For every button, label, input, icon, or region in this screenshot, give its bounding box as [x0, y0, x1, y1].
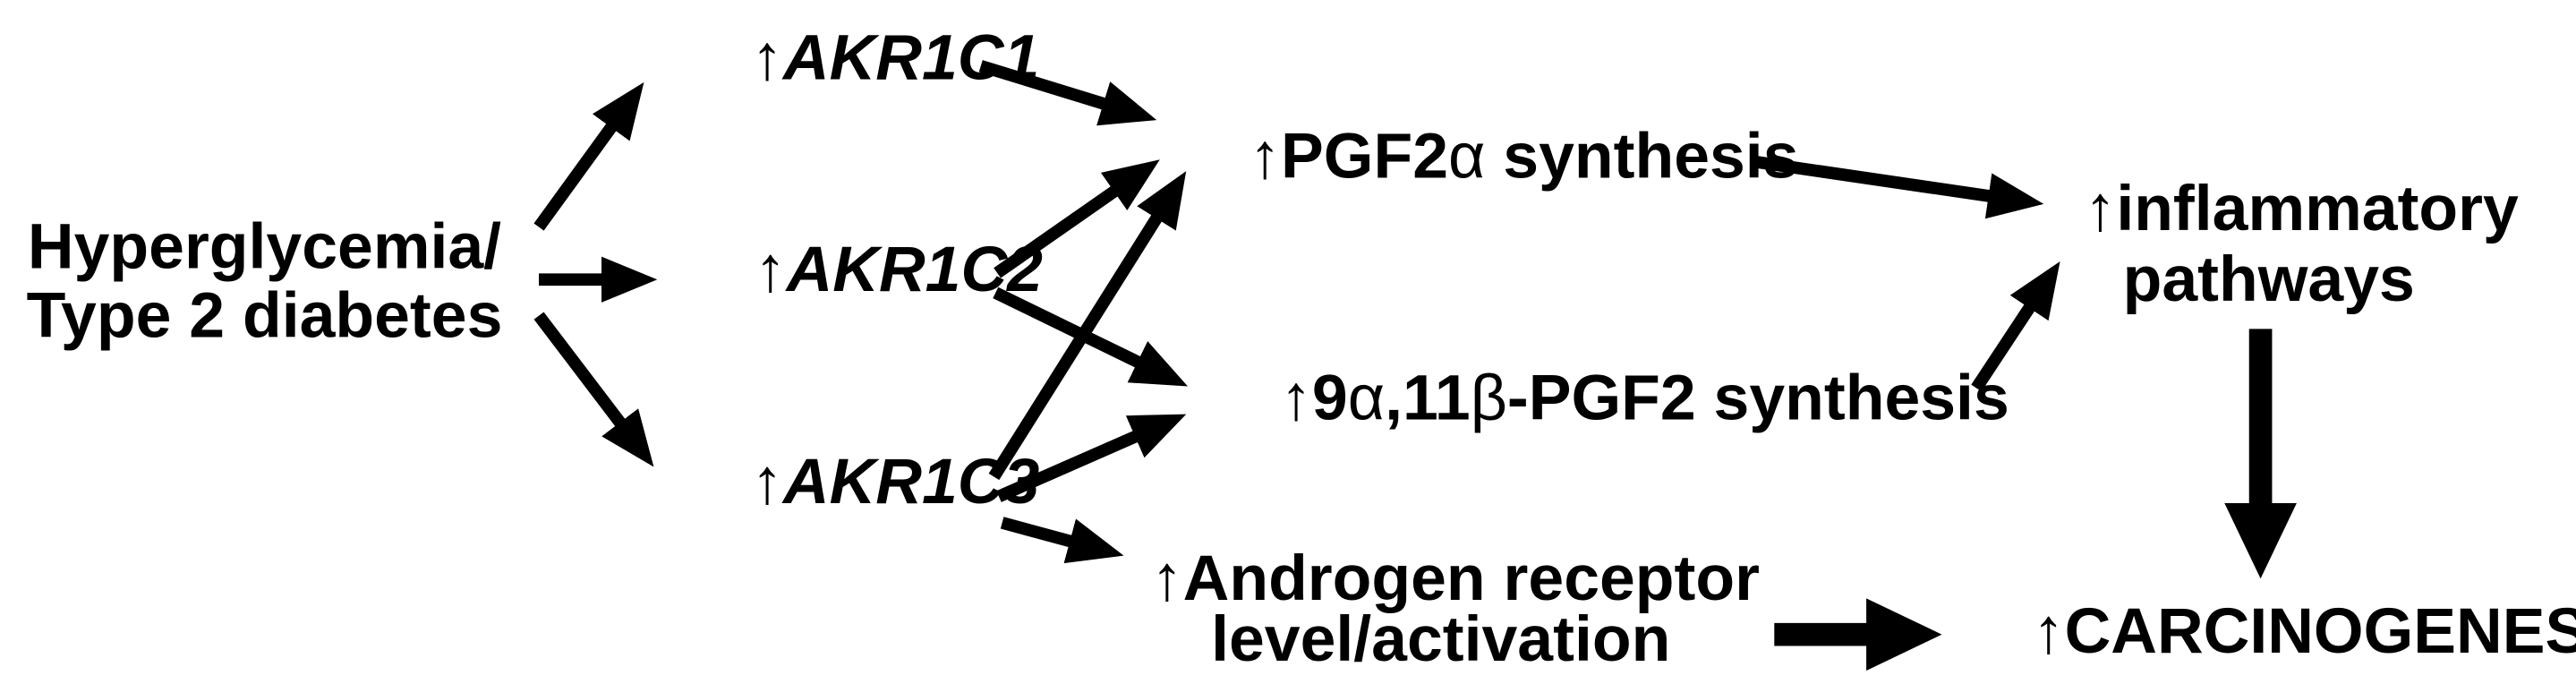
- akr1c3-label: AKR1C3: [781, 446, 1039, 517]
- up-arrow-icon: ↑: [1280, 362, 1312, 433]
- arrow-akr1c2-to-9a11b-pgf2: [993, 286, 1188, 387]
- node-hyperglycemia: Hyperglycemia/ Type 2 diabetes: [27, 210, 503, 351]
- inflammatory-line1-text: inflammatory: [2116, 173, 2519, 244]
- arrow-akr1c3-to-pgf2a: [988, 171, 1187, 481]
- up-arrow-icon: ↑: [2085, 173, 2117, 244]
- arrow-pgf2a-to-inflammatory: [1750, 155, 2044, 219]
- 9a11b-greek2: β: [1471, 362, 1507, 433]
- node-inflammatory-pathways: ↑inflammatory pathways: [1959, 173, 2576, 315]
- pgf2a-suffix: synthesis: [1485, 120, 1798, 192]
- up-arrow-icon: ↑: [1151, 543, 1183, 614]
- up-arrow-icon: ↑: [755, 234, 787, 305]
- hyperglycemia-line1: Hyperglycemia/: [28, 210, 501, 282]
- 9a11b-part3: -PGF2 synthesis: [1507, 362, 2009, 433]
- arrow-9a11b-pgf2-to-inflammatory: [1971, 261, 2060, 392]
- node-akr1c1: ↑AKR1C1: [662, 21, 1093, 93]
- up-arrow-icon: ↑: [2033, 595, 2065, 667]
- akr1c1-label: AKR1C1: [781, 21, 1039, 93]
- inflammatory-line2: pathways: [2123, 244, 2415, 315]
- androgen-line1: ↑Androgen receptor: [1027, 543, 1849, 614]
- pgf2a-greek: α: [1448, 120, 1485, 192]
- node-carcinogenesis: ↑CARCINOGENESIS: [1943, 595, 2576, 667]
- arrow-akr1c1-to-pgf2a: [978, 60, 1157, 126]
- androgen-line2: level/activation: [1211, 603, 1670, 675]
- arrow-hyperglycemia-to-akr1c1: [533, 81, 644, 231]
- arrow-akr1c3-to-9a11b-pgf2: [996, 414, 1187, 502]
- arrow-akr1c2-to-pgf2a: [994, 159, 1160, 278]
- hyperglycemia-line2: Type 2 diabetes: [27, 279, 503, 351]
- pgf2a-label: PGF2: [1281, 120, 1448, 192]
- inflammatory-line1: ↑inflammatory: [1959, 173, 2576, 244]
- 9a11b-greek1: α: [1348, 362, 1385, 433]
- node-9a11b-pgf2-synthesis: ↑9α,11β-PGF2 synthesis: [1191, 362, 2063, 433]
- node-androgen-receptor: ↑Androgen receptor level/activation: [1027, 543, 1849, 675]
- carcinogenesis-label: CARCINOGENESIS: [2065, 595, 2576, 667]
- 9a11b-part2: ,11: [1385, 362, 1471, 433]
- node-akr1c3: ↑AKR1C3: [662, 446, 1093, 517]
- arrow-akr1c3-to-androgen-receptor: [1000, 517, 1124, 564]
- 9a11b-part1: 9: [1312, 362, 1348, 433]
- androgen-line1-text: Androgen receptor: [1183, 543, 1760, 614]
- arrow-hyperglycemia-to-akr1c3: [533, 312, 654, 467]
- node-pgf2a-synthesis: ↑PGF2α synthesis: [1160, 120, 1852, 192]
- up-arrow-icon: ↑: [751, 21, 783, 93]
- up-arrow-icon: ↑: [1249, 120, 1281, 192]
- up-arrow-icon: ↑: [751, 446, 783, 517]
